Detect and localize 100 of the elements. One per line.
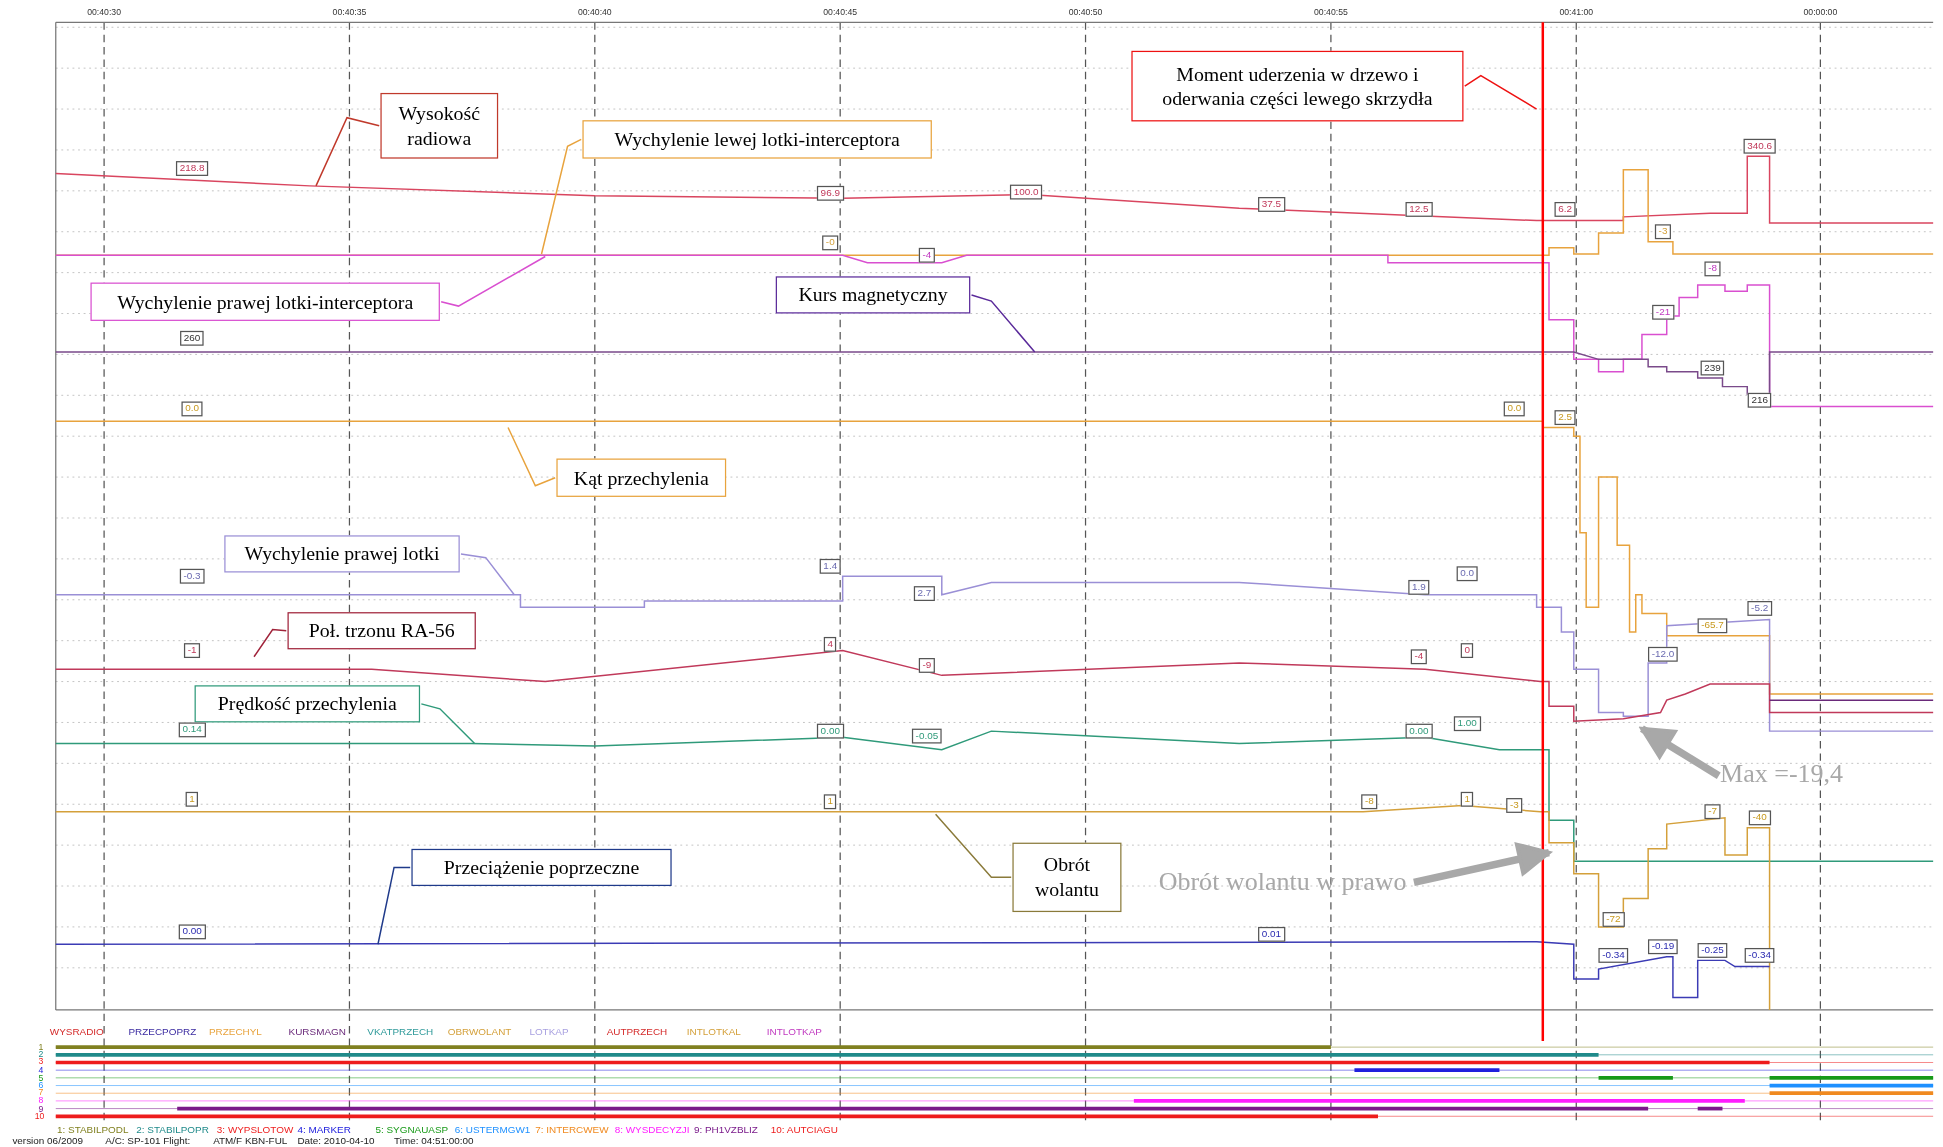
time-tick-label: 00:00:00	[1803, 7, 1838, 17]
value-flag: -0.34	[1744, 948, 1775, 963]
value-flag: 0.14	[178, 722, 206, 738]
value-flag: 1	[185, 791, 199, 807]
value-flag: 216	[1747, 392, 1772, 408]
value-flag: 96.9	[816, 185, 844, 201]
value-flag: -0.19	[1648, 939, 1678, 955]
annotation-text: Max =-19,4	[1720, 758, 1844, 790]
time-tick-label: 00:41:00	[1559, 7, 1594, 17]
value-flag: -7	[1704, 804, 1721, 820]
value-flag: 0.01	[1258, 926, 1285, 942]
value-flag: 340.6	[1743, 138, 1776, 154]
footer-text: ATM/F KBN-FUL	[213, 1136, 288, 1147]
value-flag: -5.2	[1747, 601, 1772, 616]
series-name: VKATPRZECH	[367, 1027, 434, 1038]
footer-text: A/C: SP-101 Flight:	[105, 1136, 191, 1147]
value-flag: 1.9	[1408, 579, 1430, 595]
value-flag: 0.00	[816, 723, 844, 739]
channel-name: 4: MARKER	[297, 1125, 351, 1136]
callout-box: Obrót wolantu	[1012, 842, 1122, 913]
value-flag: -8	[1361, 794, 1378, 810]
value-flag: -4	[918, 247, 936, 263]
value-flag: 0.0	[1503, 401, 1525, 417]
row-number: 6	[38, 1080, 44, 1090]
value-flag: 0.00	[1405, 723, 1433, 739]
series-name: AUTPRZECH	[606, 1027, 668, 1038]
value-flag: -12.0	[1648, 646, 1678, 662]
value-flag: -1	[183, 643, 201, 658]
hollow-arrow	[1413, 842, 1551, 886]
value-flag: -3	[1506, 798, 1523, 813]
time-tick-label: 00:40:40	[577, 7, 612, 17]
value-flag: 0.0	[1456, 566, 1478, 582]
series-name: LOTKAP	[529, 1027, 569, 1038]
callout-box: Przeciążenie poprzeczne	[411, 848, 672, 887]
value-flag: 239	[1700, 360, 1725, 376]
leader-line	[440, 255, 546, 307]
time-tick-label: 00:40:50	[1068, 7, 1103, 17]
channel-name: 3: WYPSLOTOW	[216, 1125, 294, 1136]
value-flag: -21	[1652, 304, 1674, 320]
hollow-arrow	[1640, 725, 1721, 779]
value-flag: -0.34	[1598, 948, 1629, 963]
footer-text: version 06/2009	[12, 1136, 83, 1147]
value-flag: -4	[1410, 649, 1427, 665]
channel-name: 6: USTERMGW1	[454, 1125, 531, 1136]
value-flag: -0	[822, 235, 839, 251]
value-flag: 0.0	[181, 401, 203, 417]
time-tick-label: 00:40:45	[823, 7, 858, 17]
value-flag: 37.5	[1258, 197, 1285, 212]
leader-line	[934, 813, 1012, 879]
leader-line	[420, 703, 476, 745]
row-number: 1	[38, 1042, 44, 1051]
callout-box: Wychylenie prawej lotki	[224, 535, 460, 573]
series-name: KURSMAGN	[288, 1027, 346, 1038]
value-flag: -40	[1748, 810, 1771, 826]
callout-box: Prędkość przechylenia	[194, 685, 421, 723]
row-number: 9	[38, 1103, 44, 1113]
value-flag: -3	[1654, 224, 1672, 240]
series-name: OBRWOLANT	[447, 1027, 512, 1038]
value-flag: 1	[823, 794, 837, 810]
callout-box: Kąt przechylenia	[556, 458, 727, 497]
callout-box: Moment uderzenia w drzewo i oderwania części lewego skrzydła	[1131, 50, 1464, 122]
row-number: 10	[34, 1111, 45, 1120]
value-flag: 0	[1460, 643, 1474, 658]
callout-box: Wychylenie prawej lotki-interceptora	[90, 282, 440, 321]
channel-name: 7: INTERCWEW	[535, 1125, 609, 1136]
leader-line	[507, 426, 556, 487]
row-number: 5	[38, 1072, 44, 1082]
footer-text: Date: 2010-04-10	[297, 1136, 375, 1147]
channel-name: 8: WYSDECYZJI	[614, 1125, 690, 1136]
series-name: INTLOTKAP	[766, 1027, 822, 1038]
series-name: PRZECPOPRZ	[128, 1027, 197, 1038]
value-flag: 0.00	[178, 924, 206, 940]
time-tick-label: 00:40:35	[332, 7, 367, 17]
callout-box: Wychylenie lewej lotki-interceptora	[582, 120, 932, 159]
time-tick-label: 00:40:55	[1314, 7, 1348, 17]
value-flag: 4	[823, 636, 837, 652]
leader-line	[460, 553, 515, 596]
row-number: 7	[38, 1088, 44, 1097]
value-flag: 1	[1460, 791, 1474, 807]
time-tick-label: 00:40:30	[87, 7, 121, 17]
value-flag: 218.8	[175, 161, 209, 176]
row-number: 3	[38, 1057, 44, 1067]
series-name: INTLOTKAL	[686, 1027, 741, 1038]
value-flag: -0.05	[911, 728, 942, 744]
value-flag: 2.7	[913, 586, 936, 601]
series-name: PRZECHYL	[209, 1027, 262, 1038]
value-flag: 260	[180, 330, 205, 346]
leader-line	[970, 294, 1036, 353]
value-flag: -0.3	[179, 568, 205, 584]
row-number: 2	[38, 1049, 44, 1059]
channel-name: 2: STABILPOPR	[136, 1125, 209, 1136]
row-number: 8	[38, 1095, 44, 1105]
value-flag: 12.5	[1405, 202, 1433, 217]
value-flag: -65.7	[1697, 618, 1728, 634]
callout-box: Wysokość radiowa	[380, 92, 499, 159]
series-name: WYSRADIO	[49, 1027, 104, 1038]
value-flag: -8	[1704, 261, 1721, 277]
value-flag: -72	[1602, 912, 1625, 927]
value-flag: -9	[918, 658, 936, 673]
callout-box: Poł. trzonu RA-56	[287, 612, 476, 650]
